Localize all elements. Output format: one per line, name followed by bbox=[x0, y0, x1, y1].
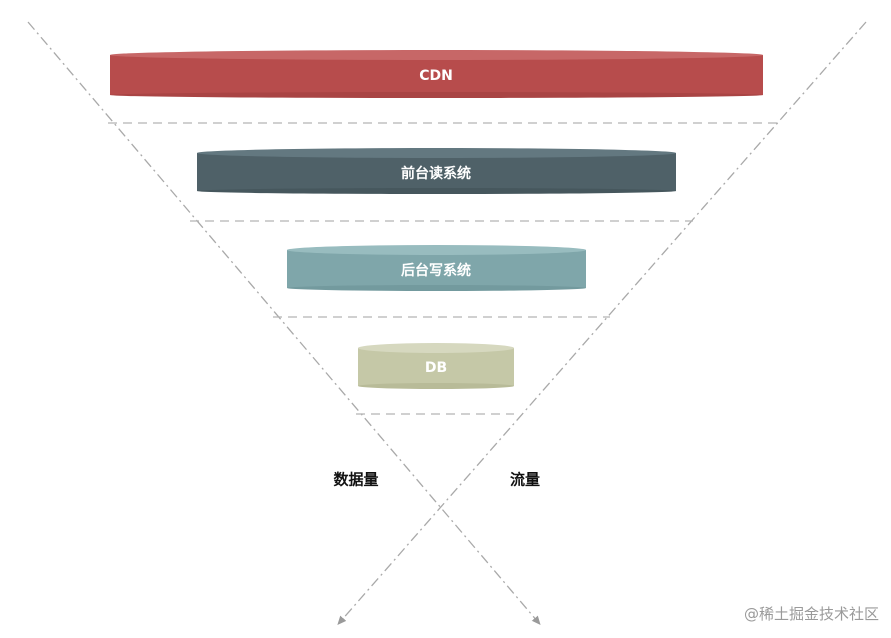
layer-label-db: DB bbox=[424, 360, 448, 376]
layer-label-backend-write: 后台写系统 bbox=[401, 263, 471, 279]
layer-cdn bbox=[110, 50, 763, 98]
layer-backend-write bbox=[287, 245, 586, 291]
left-diagonal-line bbox=[27, 21, 541, 626]
layer-db bbox=[358, 343, 514, 389]
right-diagonal-line bbox=[337, 21, 867, 626]
layer-label-frontend-read: 前台读系统 bbox=[401, 166, 471, 182]
watermark-text: @稀土掘金技术社区 bbox=[743, 605, 879, 623]
layer-frontend-read bbox=[197, 148, 676, 194]
traffic-label: 流量 bbox=[509, 470, 541, 489]
layer-label-cdn: CDN bbox=[419, 68, 453, 84]
data-volume-label: 数据量 bbox=[333, 470, 379, 489]
